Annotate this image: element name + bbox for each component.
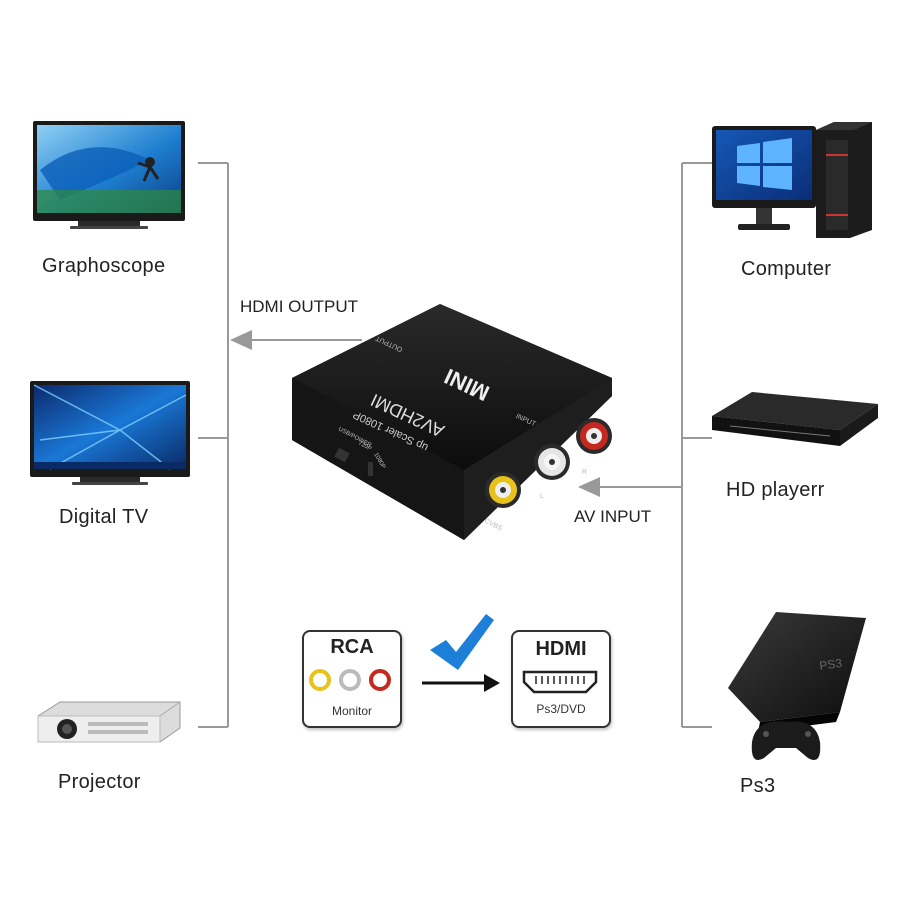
label-graphoscope: Graphoscope	[42, 255, 166, 277]
av2hdmi-converter: MINI AV2HDMI up Scaler 1080P OUTPUT INPU…	[292, 304, 612, 540]
rca-card-subtitle: Monitor	[331, 704, 372, 718]
hdmi-output-arrow	[230, 330, 362, 350]
projector-icon	[37, 701, 181, 743]
hdmi-card: HDMI Ps3/DVD	[511, 630, 611, 728]
computer-icon	[712, 122, 872, 238]
left-connector-lines	[198, 162, 229, 728]
label-ps3: Ps3	[740, 775, 776, 797]
l-label: L	[540, 493, 544, 500]
usb-port	[334, 447, 350, 463]
label-hd-player: HD playerr	[726, 479, 825, 501]
label-av-input: AV INPUT	[574, 507, 652, 526]
hdmi-card-subtitle: Ps3/DVD	[536, 702, 586, 716]
rca-jack-red	[576, 418, 612, 454]
rca-card-title: RCA	[330, 636, 374, 658]
rca-card: RCA Monitor	[302, 630, 402, 728]
label-projector: Projector	[58, 771, 141, 793]
ps3-icon: PS3	[728, 612, 866, 760]
digital-tv-icon	[30, 381, 190, 485]
converter-720-label: 720P	[357, 440, 372, 452]
rca-jack-yellow	[485, 472, 521, 508]
conversion-arrow	[422, 674, 500, 692]
right-connector-lines	[681, 162, 712, 728]
av-input-arrow	[578, 477, 682, 497]
hd-player-icon	[712, 392, 878, 446]
cvbs-label: CVBS	[483, 518, 503, 533]
label-digital-tv: Digital TV	[59, 506, 149, 528]
hdmi-card-title: HDMI	[535, 638, 587, 660]
svg-text:PS3: PS3	[818, 656, 843, 673]
check-icon	[430, 614, 494, 670]
rca-jack-white	[534, 444, 570, 480]
graphoscope-tv-icon	[33, 121, 185, 229]
resolution-switch	[368, 462, 373, 476]
r-label: R	[582, 469, 587, 476]
label-computer: Computer	[741, 258, 832, 280]
label-hdmi-output: HDMI OUTPUT	[240, 297, 359, 316]
